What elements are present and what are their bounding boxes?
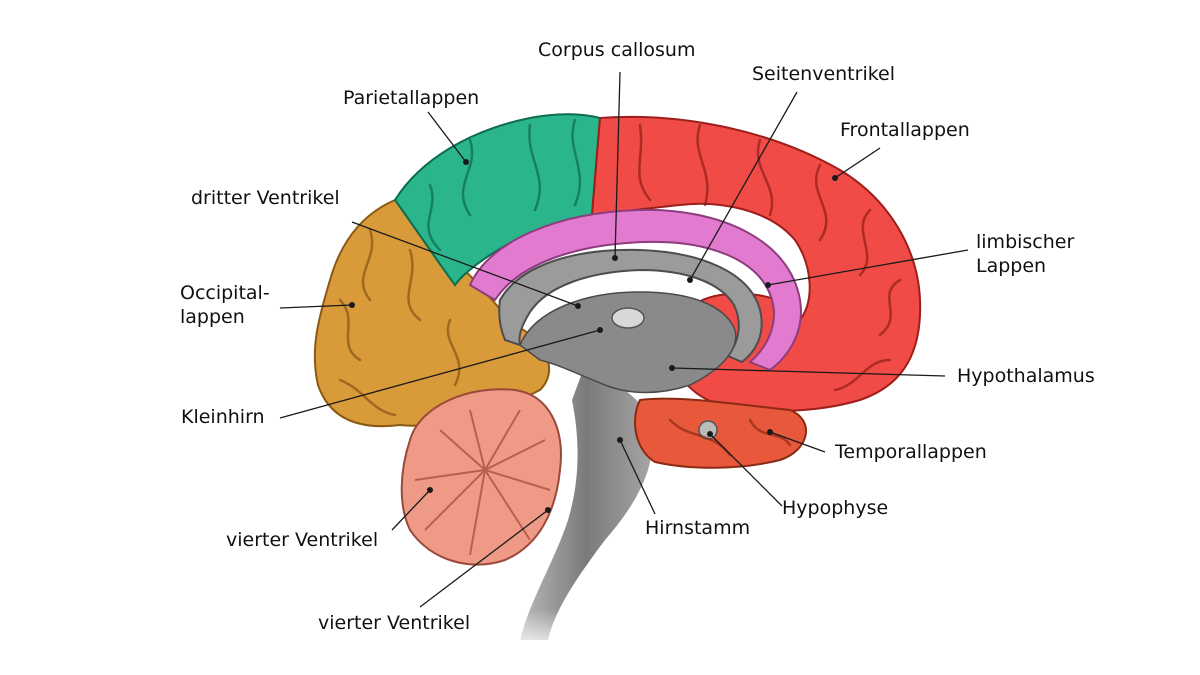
arbor-vitae: [414, 409, 551, 556]
label-dritter-ventrikel: dritter Ventrikel: [191, 186, 340, 210]
label-temporallappen: Temporallappen: [835, 440, 987, 464]
label-text: Frontallappen: [840, 119, 970, 141]
label-text: vierter Ventrikel: [226, 529, 379, 551]
diencephalon: [519, 291, 737, 394]
label-text: Temporallappen: [835, 441, 987, 463]
label-text: Kleinhirn: [181, 406, 265, 428]
cerebellum: [400, 388, 562, 566]
label-parietallappen: Parietallappen: [343, 86, 479, 110]
limbic-lobe: [468, 208, 802, 372]
label-text: Corpus callosum: [538, 39, 696, 61]
corpus-callosum: [498, 248, 763, 364]
label-limbischer-lappen: limbischer Lappen: [976, 230, 1074, 278]
label-vierter-ventrikel-1: vierter Ventrikel: [226, 528, 378, 552]
label-hirnstamm: Hirnstamm: [645, 516, 750, 540]
label-hypothalamus: Hypothalamus: [957, 364, 1095, 388]
label-seitenventrikel: Seitenventrikel: [752, 62, 895, 86]
label-kleinhirn: Kleinhirn: [181, 405, 265, 429]
label-corpus-callosum: Corpus callosum: [538, 38, 695, 62]
label-frontallappen: Frontallappen: [840, 118, 970, 142]
label-text: Seitenventrikel: [752, 63, 896, 85]
label-text: Hypothalamus: [957, 365, 1095, 387]
label-text: Hypophyse: [782, 497, 889, 519]
label-text: limbischer: [976, 231, 1075, 253]
label-text: Lappen: [976, 255, 1047, 277]
label-text: Occipital-: [180, 282, 270, 304]
label-occipitallappen: Occipital- lappen: [180, 281, 270, 329]
label-text: dritter Ventrikel: [191, 187, 340, 209]
label-text: vierter Ventrikel: [318, 612, 471, 634]
leader-lines: [279, 71, 969, 608]
label-hypophyse: Hypophyse: [782, 496, 888, 520]
label-vierter-ventrikel-2: vierter Ventrikel: [318, 611, 470, 635]
temporal-lobe: [634, 397, 807, 469]
label-text: Hirnstamm: [645, 517, 751, 539]
label-text: lappen: [180, 306, 245, 328]
label-text: Parietallappen: [343, 87, 480, 109]
third-ventricle: [611, 307, 645, 329]
